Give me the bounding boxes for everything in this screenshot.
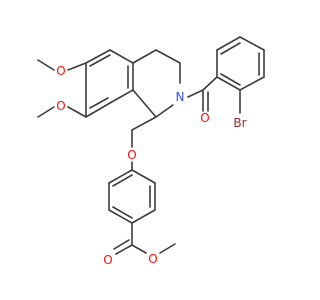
bond <box>132 89 157 118</box>
bond <box>220 73 241 86</box>
bond <box>112 206 133 219</box>
bond <box>108 209 133 224</box>
bond <box>85 102 111 118</box>
bonds <box>37 36 265 255</box>
bond <box>108 169 133 184</box>
oxygen-atom-label: O <box>200 111 209 125</box>
bond <box>131 116 157 131</box>
bond <box>67 62 87 71</box>
bond <box>37 106 55 118</box>
bond <box>67 106 87 118</box>
bromine-atom-label: Br <box>233 116 246 130</box>
bond <box>131 244 147 254</box>
bond <box>216 36 241 51</box>
bond <box>220 42 241 55</box>
bond <box>89 97 109 109</box>
bond <box>109 89 134 104</box>
nitrogen-atom-label: N <box>176 90 185 104</box>
oxygen-atom-label: O <box>148 252 157 266</box>
bond <box>216 76 241 91</box>
bond <box>112 174 133 187</box>
bond <box>132 49 157 64</box>
oxygen-atom-label: O <box>56 64 65 78</box>
bond <box>202 76 218 91</box>
bond <box>187 89 204 98</box>
bond <box>155 49 181 64</box>
oxygen-atom-label: O <box>103 253 112 267</box>
bond <box>115 244 133 255</box>
oxygen-atom-label: O <box>127 148 136 162</box>
structure-canvas: O O N O Br O O O <box>37 36 265 267</box>
bond <box>131 209 156 224</box>
atom-labels: O O N O Br O O O <box>56 64 246 267</box>
bond <box>239 76 265 91</box>
bond <box>159 243 176 254</box>
bond <box>89 54 111 67</box>
bond <box>109 49 134 64</box>
oxygen-atom-label: O <box>56 99 65 113</box>
bond <box>155 104 174 118</box>
bond <box>113 239 130 250</box>
bond <box>37 59 55 71</box>
molecule-diagram: O O N O Br O O O <box>37 36 265 267</box>
bond <box>131 169 156 184</box>
bond <box>85 49 111 64</box>
bond <box>239 36 265 51</box>
